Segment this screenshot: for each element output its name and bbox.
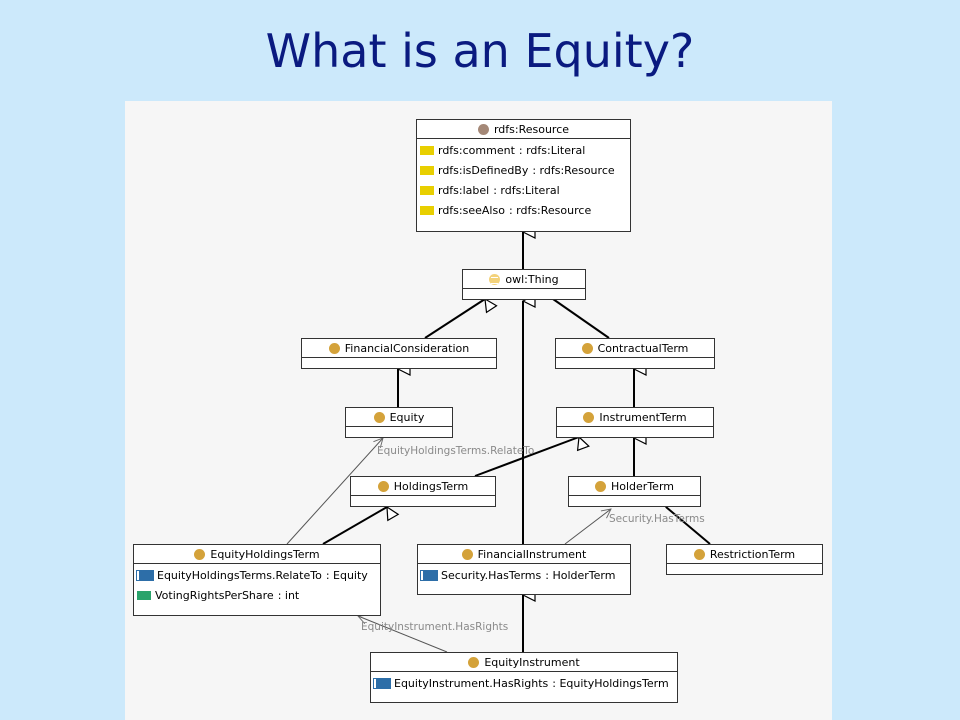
class-financial-instrument[interactable]: FinancialInstrument Security.HasTerms: H… (417, 544, 631, 595)
class-name: EquityHoldingsTerm (210, 547, 320, 561)
slide-title: What is an Equity? (265, 24, 695, 78)
property-row[interactable]: rdfs:seeAlso: rdfs:Resource (417, 200, 630, 220)
class-icon (194, 548, 206, 560)
class-equity[interactable]: Equity (345, 407, 453, 438)
property-type: : EquityHoldingsTerm (552, 676, 669, 690)
edge-holdingsterm-to-instrumentterm (474, 437, 579, 477)
property-type: : HolderTerm (545, 568, 616, 582)
edge-equityholdingsterm-to-holdingsterm (322, 507, 387, 545)
property-row[interactable]: rdfs:isDefinedBy: rdfs:Resource (417, 160, 630, 180)
class-equity-instrument[interactable]: EquityInstrument EquityInstrument.HasRig… (370, 652, 678, 703)
property-name: EquityInstrument.HasRights (394, 676, 549, 690)
property-type: : int (277, 588, 300, 602)
class-name: HoldingsTerm (393, 479, 469, 493)
property-name: VotingRightsPerShare (155, 588, 274, 602)
class-icon (468, 656, 480, 668)
class-financial-consideration[interactable]: FinancialConsideration (301, 338, 497, 369)
property-row[interactable]: rdfs:label: rdfs:Literal (417, 180, 630, 200)
edge-has-rights (358, 616, 448, 653)
edge-label-relate-to: EquityHoldingsTerms.RelateTo (377, 445, 535, 457)
class-icon (595, 480, 606, 492)
edge-contractualterm-to-thing (553, 299, 610, 339)
class-icon (477, 123, 489, 135)
class-icon (377, 480, 389, 492)
edge-label-has-terms: Security.HasTerms (609, 513, 705, 525)
property-name: rdfs:isDefinedBy (438, 163, 529, 177)
class-name: EquityInstrument (484, 655, 580, 669)
edge-label-has-rights: EquityInstrument.HasRights (361, 621, 509, 633)
class-name: RestrictionTerm (709, 547, 796, 561)
datatype-property-icon (137, 590, 151, 600)
class-name: InstrumentTerm (599, 410, 687, 424)
property-type: : Equity (325, 568, 368, 582)
class-owl-thing[interactable]: owl:Thing (462, 269, 586, 300)
edge-restrictionterm-to-holderterm (666, 507, 711, 545)
class-name: ContractualTerm (597, 341, 689, 355)
edge-relate-to (286, 438, 383, 545)
class-holder-term[interactable]: HolderTerm (568, 476, 701, 507)
property-name: Security.HasTerms (441, 568, 542, 582)
diagram-edges (286, 101, 711, 653)
edge-financialconsideration-to-thing (424, 299, 485, 339)
property-type: : rdfs:Literal (518, 143, 586, 157)
class-name: HolderTerm (611, 479, 674, 493)
class-rdfs-resource[interactable]: rdfs:Resource rdfs:comment: rdfs:Literal… (416, 119, 631, 232)
annotation-property-icon (420, 205, 434, 215)
edge-has-terms (564, 509, 611, 545)
property-row[interactable]: rdfs:comment: rdfs:Literal (417, 140, 630, 160)
class-icon (583, 411, 595, 423)
class-restriction-term[interactable]: RestrictionTerm (666, 544, 823, 575)
class-name: rdfs:Resource (493, 122, 570, 136)
object-property-icon (136, 569, 154, 581)
ontology-diagram: EquityHoldingsTerms.RelateTo Security.Ha… (125, 101, 832, 720)
annotation-property-icon (420, 145, 434, 155)
class-icon (693, 548, 705, 560)
property-name: rdfs:comment (438, 143, 515, 157)
class-icon (461, 548, 473, 560)
class-name: FinancialConsideration (344, 341, 470, 355)
property-type: : rdfs:Literal (493, 183, 560, 197)
annotation-property-icon (420, 165, 434, 175)
property-name: rdfs:seeAlso (438, 203, 505, 217)
class-equity-holdings-term[interactable]: EquityHoldingsTerm EquityHoldingsTerms.R… (133, 544, 381, 616)
object-property-icon (373, 677, 391, 689)
class-icon (581, 342, 593, 354)
owl-thing-icon (489, 273, 501, 285)
property-type: : rdfs:Resource (532, 163, 615, 177)
class-name: Equity (389, 410, 425, 424)
class-name: FinancialInstrument (477, 547, 587, 561)
property-type: : rdfs:Resource (508, 203, 592, 217)
property-row[interactable]: EquityInstrument.HasRights: EquityHoldin… (371, 673, 677, 693)
class-contractual-term[interactable]: ContractualTerm (555, 338, 715, 369)
class-name: owl:Thing (505, 272, 559, 286)
annotation-property-icon (420, 185, 434, 195)
property-row[interactable]: VotingRightsPerShare: int (134, 585, 380, 605)
class-holdings-term[interactable]: HoldingsTerm (350, 476, 496, 507)
object-property-icon (420, 569, 438, 581)
class-instrument-term[interactable]: InstrumentTerm (556, 407, 714, 438)
class-icon (373, 411, 385, 423)
class-icon (328, 342, 340, 354)
property-name: EquityHoldingsTerms.RelateTo (157, 568, 322, 582)
property-row[interactable]: Security.HasTerms: HolderTerm (418, 565, 630, 585)
property-name: rdfs:label (438, 183, 490, 197)
property-row[interactable]: EquityHoldingsTerms.RelateTo: Equity (134, 565, 380, 585)
